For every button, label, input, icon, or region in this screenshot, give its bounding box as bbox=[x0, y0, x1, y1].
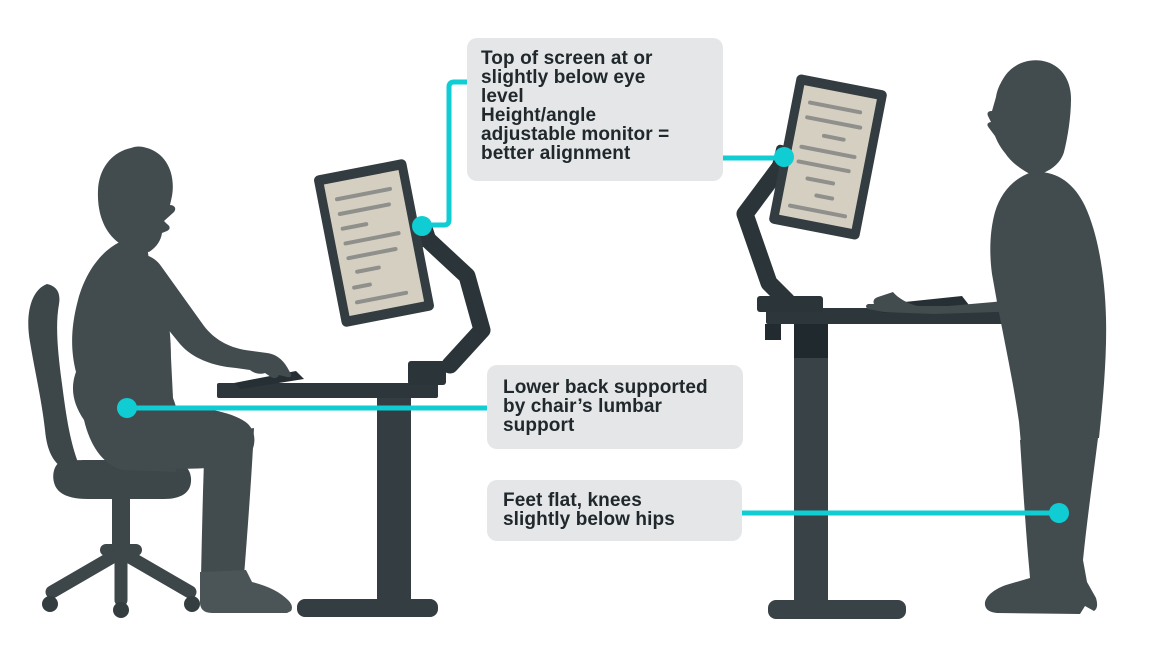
monitor-arm-left-clamp bbox=[408, 361, 446, 385]
callout-text-line: by chair’s lumbar bbox=[503, 396, 663, 417]
chair-gas-column bbox=[112, 498, 130, 548]
seated-person-lower-leg bbox=[201, 428, 254, 578]
callout-text-line: Height/angle bbox=[481, 105, 597, 126]
monitor-right-text-lines bbox=[788, 100, 863, 219]
desk-left-surface bbox=[217, 383, 438, 398]
desk-right-leg-top bbox=[794, 324, 828, 358]
callout-feet-position: Feet flat, knees slightly below hips bbox=[487, 480, 742, 541]
standing-person-arm bbox=[866, 189, 1065, 314]
desk-right bbox=[765, 308, 1012, 619]
callout-text-line: Top of screen at or bbox=[481, 48, 653, 69]
chair-base-legs bbox=[45, 545, 197, 607]
seated-person-arm bbox=[117, 253, 292, 379]
chair-casters bbox=[42, 596, 200, 618]
monitor-right bbox=[769, 74, 887, 240]
callout-text-line: Lower back supported bbox=[503, 377, 708, 398]
desk-left-foot bbox=[297, 599, 438, 617]
callout-text-line: Feet flat, knees bbox=[503, 490, 642, 511]
desk-left-leg bbox=[377, 398, 411, 601]
monitor-arm-right-segments bbox=[736, 154, 796, 310]
desk-right-leg bbox=[794, 324, 828, 602]
monitor-left-screen bbox=[323, 169, 425, 317]
monitor-left bbox=[314, 159, 434, 327]
seated-person-head bbox=[97, 146, 176, 252]
seated-person-shoe bbox=[199, 570, 292, 613]
anchor-dot-monitor-left bbox=[412, 216, 432, 236]
callout-paragraph: Top of screen at or slightly below eye l… bbox=[481, 49, 709, 106]
standing-person-head bbox=[987, 60, 1071, 176]
desk-left bbox=[217, 383, 438, 617]
callout-monitor-height: Top of screen at or slightly below eye l… bbox=[467, 38, 723, 181]
seated-person-silhouette bbox=[72, 146, 292, 613]
callout-text-line: better alignment bbox=[481, 143, 631, 164]
callout-text-line: adjustable monitor = bbox=[481, 124, 670, 145]
anchor-dot-monitor-right bbox=[774, 147, 794, 167]
callout-connectors bbox=[117, 79, 1069, 523]
callout-text-line: slightly below eye bbox=[481, 67, 646, 88]
callout-text-line: support bbox=[503, 415, 575, 436]
connector-monitor-height bbox=[426, 79, 467, 228]
anchor-dot-lumbar bbox=[117, 398, 137, 418]
chair-backrest bbox=[28, 284, 82, 472]
anchor-dot-knee bbox=[1049, 503, 1069, 523]
monitor-left-text-lines bbox=[334, 186, 409, 305]
standing-person-torso bbox=[990, 171, 1107, 444]
office-chair bbox=[28, 284, 200, 618]
callout-text-line: level bbox=[481, 86, 524, 107]
desk-right-foot bbox=[768, 600, 906, 619]
callout-paragraph: Height/angle adjustable monitor = better… bbox=[481, 106, 709, 163]
standing-person-legs bbox=[984, 438, 1098, 614]
monitor-right-screen bbox=[779, 85, 877, 229]
monitor-arm-left-segments bbox=[416, 228, 491, 374]
standing-person-silhouette bbox=[866, 60, 1107, 614]
desk-right-under-clamp bbox=[765, 324, 781, 340]
callout-lumbar-support: Lower back supported by chair’s lumbar s… bbox=[487, 365, 743, 449]
callout-text-line: slightly below hips bbox=[503, 509, 675, 530]
